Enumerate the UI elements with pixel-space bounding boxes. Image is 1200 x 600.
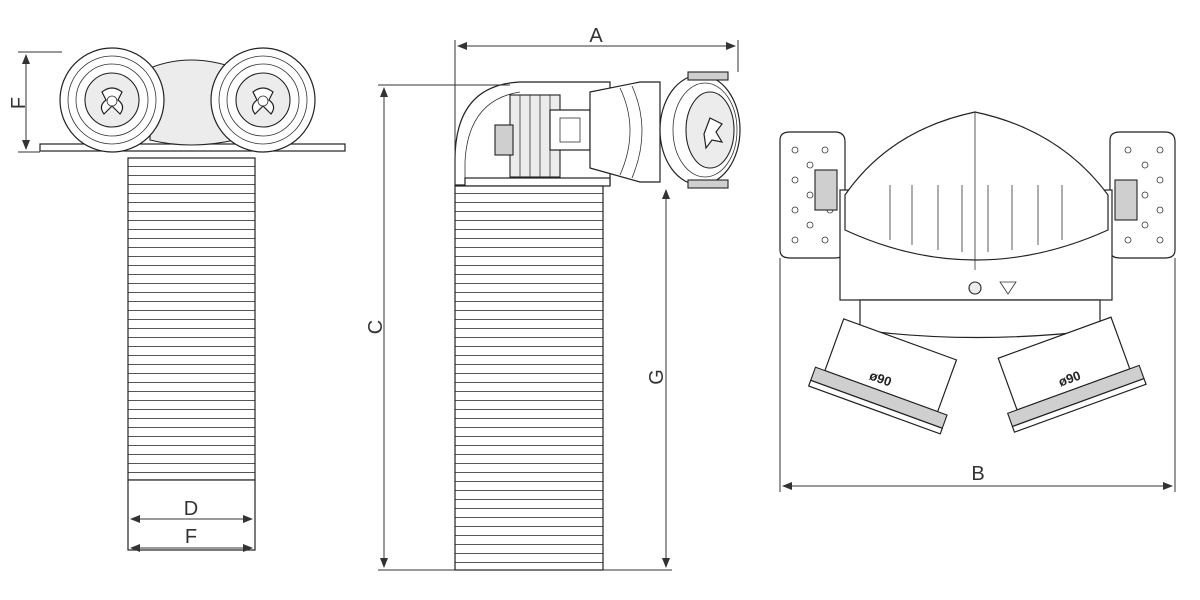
outlet-size-stamp-left: ø90: [867, 368, 893, 390]
dim-label-b: B: [971, 463, 984, 485]
outlet-size-stamp-right: ø90: [1056, 368, 1082, 390]
bracket-plate: [464, 177, 611, 187]
dim-label-c: C: [365, 320, 387, 334]
right-angled-outlet: ø90: [997, 316, 1147, 433]
right-outlet: [210, 47, 316, 153]
dim-label-d: D: [184, 498, 198, 520]
dim-label-g: G: [646, 369, 668, 385]
dim-label-a: A: [589, 25, 603, 47]
cap-handle-icon: [703, 117, 724, 150]
cap-handle-icon: [251, 87, 275, 115]
corrugated-duct: [127, 157, 256, 481]
screw-icon: [968, 281, 982, 295]
right-bracket: [1109, 131, 1176, 259]
left-outlet: [59, 47, 165, 153]
side-view: A C G: [365, 25, 741, 571]
dim-label-f-bottom: F: [185, 526, 197, 548]
top-view: ø90 ø90 B: [779, 111, 1176, 492]
left-angled-outlet: ø90: [807, 318, 958, 435]
cap-handle-icon: [100, 87, 124, 115]
dome-top: [844, 111, 1109, 261]
dim-label-f-left: F: [8, 97, 30, 109]
arrow-mark-icon: [999, 281, 1017, 295]
corrugated-duct: [454, 185, 604, 571]
left-bracket: [779, 131, 846, 259]
front-view: F D F: [8, 47, 346, 552]
